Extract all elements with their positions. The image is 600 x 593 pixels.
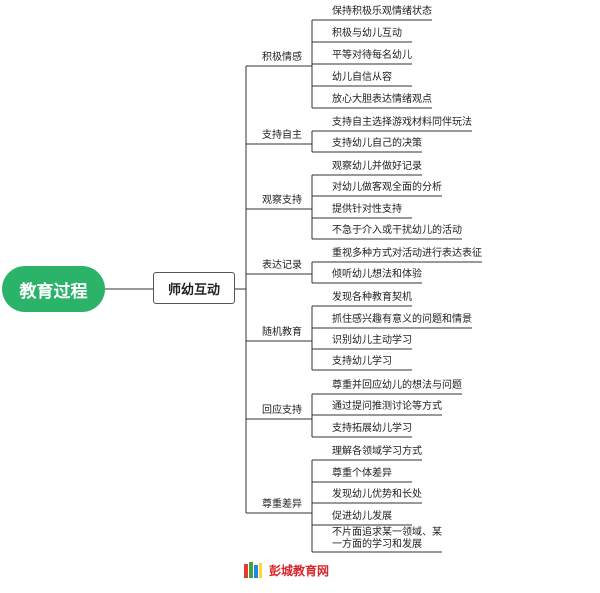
leaf-label: 不急于介入或干扰幼儿的活动 [332, 225, 462, 236]
leaf-label: 尊重个体差异 [332, 468, 392, 479]
leaf-label: 支持自主选择游戏材料同伴玩法 [332, 117, 472, 128]
leaf-label: 平等对待每名幼儿 [332, 50, 412, 61]
leaf-label: 支持拓展幼儿学习 [332, 423, 412, 434]
leaf-label: 支持幼儿学习 [332, 356, 392, 367]
category-label: 观察支持 [262, 195, 302, 206]
leaf-label: 倾听幼儿想法和体验 [332, 269, 422, 280]
leaf-label: 幼儿自信从容 [332, 72, 392, 83]
watermark: 彭城教育网 [243, 560, 329, 580]
leaf-label: 支持幼儿自己的决策 [332, 138, 422, 149]
leaf-label: 提供针对性支持 [332, 204, 402, 215]
leaf-label: 促进幼儿发展 [332, 511, 392, 522]
root-label: 教育过程 [19, 281, 88, 302]
category-label: 表达记录 [262, 260, 302, 271]
level1-label: 师幼互动 [167, 282, 220, 298]
level1-node: 师幼互动 [153, 272, 235, 304]
leaf-label: 通过提问推测讨论等方式 [332, 401, 442, 412]
category-label: 积极情感 [262, 52, 302, 63]
leaf-label: 发现幼儿优势和长处 [332, 489, 422, 500]
watermark-text: 彭城教育网 [269, 563, 330, 578]
books-icon [244, 562, 262, 578]
leaf-label: 重视多种方式对活动进行表达表征 [332, 248, 482, 259]
leaf-label: 对幼儿做客观全面的分析 [332, 182, 442, 193]
leaf-label: 不片面追求某一领域、某一方面的学习和发展 [332, 527, 442, 550]
root-node: 教育过程 [2, 266, 105, 312]
leaf-label: 理解各领域学习方式 [332, 446, 422, 457]
leaf-label: 积极与幼儿互动 [332, 28, 402, 39]
leaf-label: 放心大胆表达情绪观点 [332, 94, 432, 105]
leaf-label: 保持积极乐观情绪状态 [332, 6, 432, 17]
leaf-label: 发现各种教育契机 [332, 292, 412, 303]
leaf-label: 抓住感兴趣有意义的问题和情景 [332, 314, 472, 325]
leaf-label: 尊重并回应幼儿的想法与问题 [332, 380, 462, 391]
category-label: 尊重差异 [262, 499, 302, 510]
category-label: 支持自主 [262, 130, 302, 141]
category-label: 回应支持 [262, 405, 302, 416]
leaf-label: 识别幼儿主动学习 [332, 335, 412, 346]
leaf-label: 观察幼儿并做好记录 [332, 161, 422, 172]
category-label: 随机教育 [262, 327, 302, 338]
